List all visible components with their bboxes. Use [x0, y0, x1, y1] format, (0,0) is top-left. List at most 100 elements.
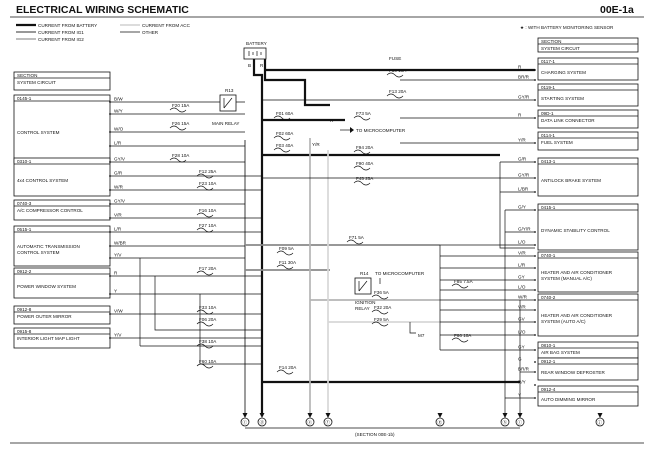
fuse-f36: F36 5A — [371, 290, 390, 300]
right-wire-pin — [534, 231, 536, 233]
right-section-box — [537, 57, 639, 81]
left-section-code: 0515-1 — [17, 227, 32, 232]
right-section-title: AUTO DIMMING MIRROR — [541, 397, 596, 402]
fuse-f12-symbol — [196, 173, 214, 179]
fuse-f45: F45 25A — [353, 176, 374, 186]
battery-terminal-b: B — [248, 63, 251, 68]
connector-arrow — [437, 413, 443, 418]
left-wire-pin — [109, 113, 111, 115]
right-section-title-line2: SYSTEM (AUTO A/C) — [541, 319, 586, 324]
legend-label-ig1: CURRENT FROM IG1 — [38, 30, 84, 35]
connector-letter: ⓓ — [259, 419, 264, 426]
right-wire-pin — [534, 244, 536, 246]
right-wire-pin — [534, 279, 536, 281]
right-section-box — [537, 131, 639, 151]
right-section-code: 09D-1 — [541, 111, 554, 116]
left-section-code: 0145-1 — [17, 96, 32, 101]
fuse-f38-label: F38 10A — [199, 339, 217, 344]
right-section-code: 0810-1 — [541, 343, 556, 348]
fuse-f32-label: F32 20A — [374, 305, 392, 310]
left-wire-code: GY/V — [114, 157, 126, 162]
right-section-code: 0912-4 — [541, 387, 556, 392]
right-wire-pin — [534, 191, 536, 193]
fuse-f06: F06 20A — [196, 317, 217, 327]
right-wire-pin — [534, 309, 536, 311]
right-section-title: REAR WINDOW DEFROSTER — [541, 370, 605, 375]
connector-letter: ⓘ — [517, 419, 522, 426]
right-wire-code: GY/R — [518, 173, 530, 178]
fuse-fuse-label: FUSE — [389, 56, 401, 61]
fuse-f66-symbol — [451, 337, 469, 343]
left-section-0740-3: 0740-3A/C COMPRESSOR CONTROL — [13, 199, 111, 221]
left-section-box — [13, 305, 111, 325]
fuse-f38-symbol — [196, 343, 214, 349]
fuse-f60-label: F60 10A — [199, 359, 217, 364]
connector-ring — [500, 417, 510, 427]
fuse-f60-symbol — [196, 363, 214, 369]
left-wire-code: W/O — [114, 127, 124, 132]
right-wire-code: GY — [518, 345, 525, 350]
fuse-f30: F30 10A — [386, 68, 407, 78]
right-wire-pin — [534, 209, 536, 211]
legend-label-other: OTHER — [142, 30, 159, 35]
fuse-f02-label: F02 60A — [276, 131, 294, 136]
right-section-code: 0114-1 — [541, 133, 555, 138]
right-section-title: DYNAMIC STABILITY CONTROL — [541, 228, 610, 233]
center-wire-code: R — [330, 118, 334, 123]
fuse-f30-label: F30 10A — [389, 68, 407, 73]
right-wire-code: BR/R — [518, 75, 530, 80]
right-wire-pin — [534, 299, 536, 301]
connector-letter: ⓗ — [502, 419, 507, 426]
fuse-f29-label: F29 5A — [374, 317, 390, 322]
right-section-title: STARTING SYSTEM — [541, 96, 584, 101]
right-section-code: SECTION — [541, 39, 561, 44]
right-section-title: ANTILOCK BRAKE SYSTEM — [541, 178, 601, 183]
right-wire-pin — [534, 334, 536, 336]
left-section-title: SYSTEM CIRCUIT — [17, 80, 56, 85]
fuse-f66-label: F66 10A — [454, 333, 472, 338]
power-trunks — [244, 59, 520, 415]
left-section-code: 0915-8 — [17, 329, 32, 334]
left-wire-pin — [109, 131, 111, 133]
left-wire-code: L/R — [114, 141, 122, 146]
right-section-title: FUEL SYSTEM — [541, 140, 573, 145]
connector-ring — [257, 417, 267, 427]
fuse-f94-label: F94 20A — [356, 145, 374, 150]
fuse-f73: F73 5A — [353, 111, 372, 121]
left-section-box — [13, 267, 111, 299]
battery-sensor-note: ★ : WITH BATTERY MONITORING SENSOR — [520, 25, 614, 30]
right-wire-code: GV — [518, 317, 526, 322]
right-section-box — [537, 357, 639, 381]
fuse-f28: F28 10A — [169, 153, 190, 163]
right-wire-code: V/R — [518, 305, 526, 310]
feed-dsc-1 — [499, 162, 535, 249]
fuse-f90: F90 40A — [353, 161, 374, 171]
bottom-connector: ⓖ — [435, 413, 445, 427]
right-wire-code: G/R — [518, 157, 527, 162]
left-wire-pin — [109, 203, 111, 205]
fuse-f16-label: F16 10A — [199, 208, 217, 213]
connector-arrow — [502, 413, 508, 418]
connector-arrow — [597, 413, 603, 418]
left-wire-code: W/R — [114, 185, 124, 190]
right-section-box — [537, 251, 639, 293]
right-section-title: DATA LINK CONNECTOR — [541, 118, 595, 123]
fuse-f27-label: F27 10A — [199, 223, 217, 228]
right-wire-code: L/O — [518, 240, 526, 245]
fuse-f29-symbol — [371, 321, 389, 327]
fuse-f02-symbol — [273, 135, 291, 141]
battery-trunk — [252, 59, 264, 415]
right-wire-pin — [534, 255, 536, 257]
fuse-f45-symbol — [353, 180, 371, 186]
fuse-f26: F26 15A — [169, 121, 190, 131]
left-wire-pin — [109, 245, 111, 247]
